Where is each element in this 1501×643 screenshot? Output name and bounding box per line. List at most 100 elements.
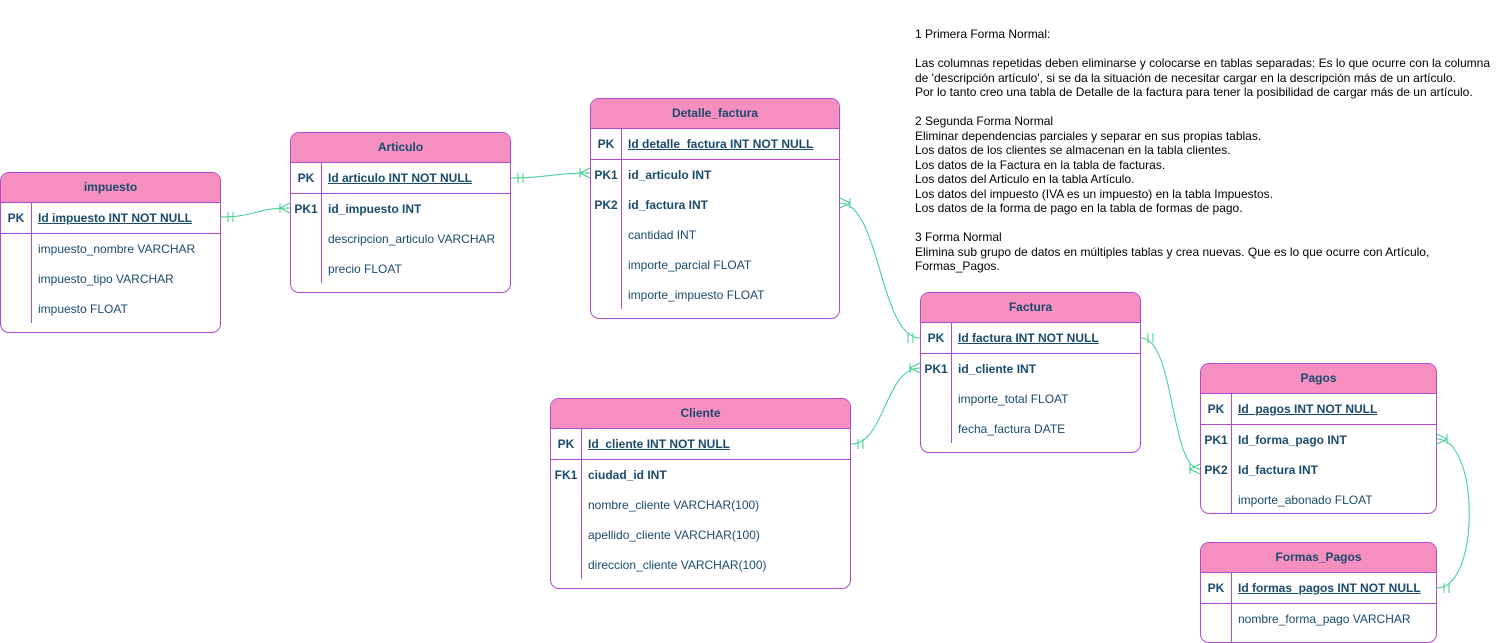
key-label: PK2 bbox=[594, 198, 618, 212]
field-row[interactable]: impuesto_tipo VARCHAR bbox=[1, 264, 220, 294]
field-row[interactable]: importe_total FLOAT bbox=[921, 384, 1140, 414]
key-label: PK bbox=[597, 137, 615, 151]
relation-factura-pagos bbox=[1140, 337, 1201, 470]
table-title: Factura bbox=[921, 293, 1140, 323]
primary-key-row[interactable]: PK Id factura INT NOT NULL bbox=[921, 323, 1140, 354]
primary-key-row[interactable]: PK Id impuesto INT NOT NULL bbox=[1, 203, 220, 234]
key-label: PK bbox=[557, 437, 575, 451]
table-factura[interactable]: Factura PK Id factura INT NOT NULL PK1 i… bbox=[920, 292, 1141, 453]
key-label bbox=[291, 224, 321, 254]
primary-key-row[interactable]: PK Id detalle_factura INT NOT NULL bbox=[591, 129, 839, 160]
field-name: direccion_cliente VARCHAR(100) bbox=[588, 558, 767, 572]
field-row[interactable]: PK1 Id_forma_pago INT bbox=[1201, 425, 1436, 455]
key-label: PK1 bbox=[924, 362, 948, 376]
key-label bbox=[921, 414, 951, 444]
key-label bbox=[1201, 604, 1231, 634]
primary-key-row[interactable]: PK Id formas_pagos INT NOT NULL bbox=[1201, 573, 1436, 604]
field-row[interactable]: nombre_forma_pago VARCHAR bbox=[1201, 604, 1436, 634]
field-row[interactable]: impuesto_nombre VARCHAR bbox=[1, 234, 220, 264]
field-row[interactable]: fecha_factura DATE bbox=[921, 414, 1140, 444]
field-row[interactable]: FK1 ciudad_id INT bbox=[551, 460, 850, 490]
key-label: PK bbox=[1207, 402, 1225, 416]
key-label: PK bbox=[927, 331, 945, 345]
field-row[interactable]: precio FLOAT bbox=[291, 254, 510, 284]
field-name: descripcion_articulo VARCHAR bbox=[328, 232, 496, 246]
field-name: importe_parcial FLOAT bbox=[628, 258, 752, 272]
field-name: importe_abonado FLOAT bbox=[1238, 493, 1373, 507]
field-row[interactable]: PK1 id_cliente INT bbox=[921, 354, 1140, 384]
field-name: Id detalle_factura INT NOT NULL bbox=[628, 137, 814, 151]
field-name: id_factura INT bbox=[628, 198, 709, 212]
field-name: fecha_factura DATE bbox=[958, 422, 1066, 436]
key-label: PK1 bbox=[1204, 433, 1228, 447]
key-label bbox=[291, 254, 321, 284]
key-label bbox=[591, 250, 621, 280]
field-name: Id_factura INT bbox=[1238, 463, 1319, 477]
relation-impuesto-articulo bbox=[220, 207, 291, 218]
field-name: id_impuesto INT bbox=[328, 202, 422, 216]
key-label: PK bbox=[297, 171, 315, 185]
key-column-divider bbox=[1231, 573, 1232, 642]
field-row[interactable]: cantidad INT bbox=[591, 220, 839, 250]
field-row[interactable]: PK2 id_factura INT bbox=[591, 190, 839, 220]
table-title: Formas_Pagos bbox=[1201, 543, 1436, 573]
table-title: Detalle_factura bbox=[591, 99, 839, 129]
field-name: Id articulo INT NOT NULL bbox=[328, 171, 472, 185]
primary-key-row[interactable]: PK Id_cliente INT NOT NULL bbox=[551, 429, 850, 460]
key-label bbox=[1, 234, 31, 264]
key-label: FK1 bbox=[554, 468, 578, 482]
key-label bbox=[551, 490, 581, 520]
field-name: id_articulo INT bbox=[628, 168, 712, 182]
table-articulo[interactable]: Articulo PK Id articulo INT NOT NULL PK1… bbox=[290, 132, 511, 293]
key-column-divider bbox=[1231, 394, 1232, 513]
key-column-divider bbox=[951, 323, 952, 443]
primary-key-row[interactable]: PK Id_pagos INT NOT NULL bbox=[1201, 394, 1436, 425]
key-label bbox=[921, 384, 951, 414]
field-row[interactable]: importe_abonado FLOAT bbox=[1201, 485, 1436, 513]
field-row[interactable]: importe_impuesto FLOAT bbox=[591, 280, 839, 310]
table-impuesto[interactable]: impuesto PK Id impuesto INT NOT NULL imp… bbox=[0, 172, 221, 333]
field-name: Id formas_pagos INT NOT NULL bbox=[1238, 581, 1421, 595]
field-name: Id_cliente INT NOT NULL bbox=[588, 437, 731, 451]
key-label bbox=[591, 280, 621, 310]
relation-formas-pagos bbox=[1436, 438, 1470, 589]
field-name: ciudad_id INT bbox=[588, 468, 667, 482]
table-cliente[interactable]: Cliente PK Id_cliente INT NOT NULL FK1 c… bbox=[550, 398, 851, 589]
table-pagos[interactable]: Pagos PK Id_pagos INT NOT NULL PK1 Id_fo… bbox=[1200, 363, 1437, 514]
field-name: nombre_cliente VARCHAR(100) bbox=[588, 498, 760, 512]
field-name: importe_impuesto FLOAT bbox=[628, 288, 765, 302]
relation-factura-detalle bbox=[839, 202, 921, 339]
field-name: nombre_forma_pago VARCHAR bbox=[1238, 612, 1411, 626]
key-label bbox=[591, 220, 621, 250]
field-name: id_cliente INT bbox=[958, 362, 1037, 376]
field-row[interactable]: apellido_cliente VARCHAR(100) bbox=[551, 520, 850, 550]
key-column-divider bbox=[31, 203, 32, 323]
primary-key-row[interactable]: PK Id articulo INT NOT NULL bbox=[291, 163, 510, 194]
key-label bbox=[1, 264, 31, 294]
field-name: precio FLOAT bbox=[328, 262, 402, 276]
field-row[interactable]: PK1 id_articulo INT bbox=[591, 160, 839, 190]
normalization-notes: 1 Primera Forma Normal: Las columnas rep… bbox=[915, 27, 1490, 273]
relation-cliente-factura bbox=[850, 367, 921, 445]
field-row[interactable]: impuesto FLOAT bbox=[1, 294, 220, 324]
table-title: impuesto bbox=[1, 173, 220, 203]
table-detalle-factura[interactable]: Detalle_factura PK Id detalle_factura IN… bbox=[590, 98, 840, 319]
key-label bbox=[1201, 485, 1231, 513]
key-column-divider bbox=[621, 129, 622, 309]
field-row[interactable]: nombre_cliente VARCHAR(100) bbox=[551, 490, 850, 520]
key-label: PK1 bbox=[294, 202, 318, 216]
field-name: Id impuesto INT NOT NULL bbox=[38, 211, 192, 225]
field-name: impuesto_tipo VARCHAR bbox=[38, 272, 174, 286]
field-name: Id_pagos INT NOT NULL bbox=[1238, 402, 1378, 416]
key-label: PK bbox=[7, 211, 25, 225]
field-row[interactable]: descripcion_articulo VARCHAR bbox=[291, 224, 510, 254]
key-label: PK bbox=[1207, 581, 1225, 595]
field-row[interactable]: PK1 id_impuesto INT bbox=[291, 194, 510, 224]
table-formas-pagos[interactable]: Formas_Pagos PK Id formas_pagos INT NOT … bbox=[1200, 542, 1437, 643]
table-title: Cliente bbox=[551, 399, 850, 429]
field-name: apellido_cliente VARCHAR(100) bbox=[588, 528, 760, 542]
field-row[interactable]: direccion_cliente VARCHAR(100) bbox=[551, 550, 850, 580]
field-row[interactable]: PK2 Id_factura INT bbox=[1201, 455, 1436, 485]
field-row[interactable]: importe_parcial FLOAT bbox=[591, 250, 839, 280]
field-name: impuesto_nombre VARCHAR bbox=[38, 242, 196, 256]
